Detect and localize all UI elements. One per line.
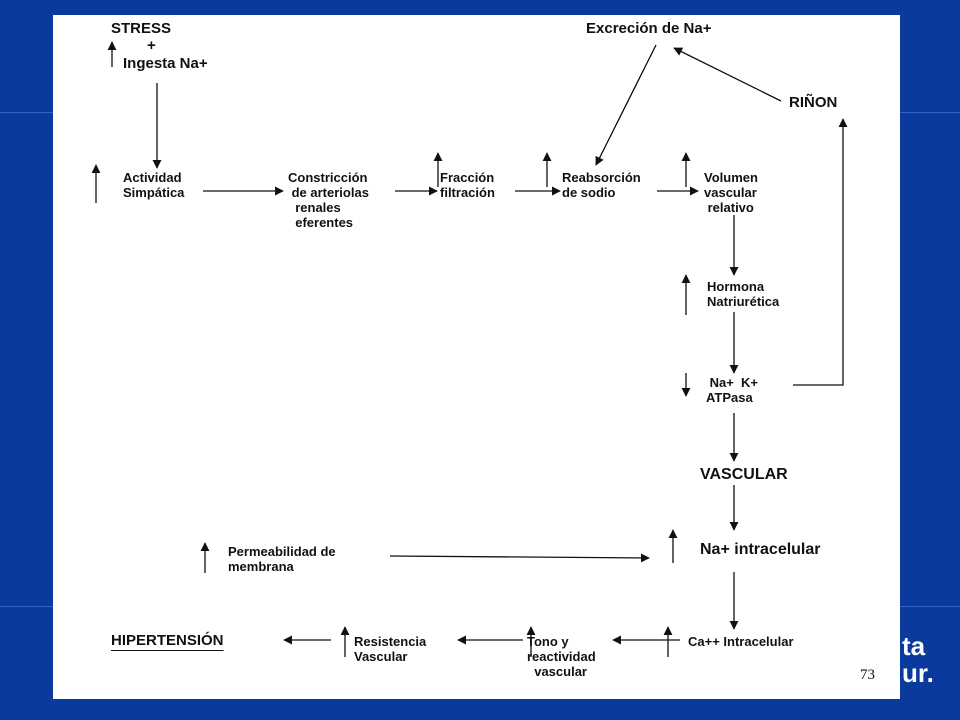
node-hipertension: HIPERTENSIÓN <box>111 632 224 649</box>
node-tono: Tono y reactividad vascular <box>527 634 596 679</box>
arrow-permeabilidad-nai <box>389 553 650 563</box>
slide-panel <box>53 15 900 699</box>
up-indicator-arrows <box>91 41 691 657</box>
node-plus: + <box>147 37 156 54</box>
node-na-intracelular: Na+ intracelular <box>700 541 821 558</box>
node-ca-intracelular: Ca++ Intracelular <box>688 634 794 649</box>
node-ingesta: Ingesta Na+ <box>123 55 208 72</box>
node-resistencia: Resistencia Vascular <box>354 634 427 664</box>
node-volumen: Volumen vascular relativo <box>704 170 758 215</box>
node-reabsorcion: Reabsorción de sodio <box>562 170 641 200</box>
node-constriccion: Constricción de arteriolas renales efere… <box>288 170 369 230</box>
arrow-rinon-excrecion <box>673 47 782 102</box>
logo-text-line-2: ur. <box>902 658 934 688</box>
arrow-atpasa-rinon <box>793 118 848 386</box>
node-stress: STRESS <box>111 20 172 37</box>
flow-arrows <box>152 44 848 645</box>
arrow-excrecion-reabsorcion <box>595 44 657 166</box>
brand-logo: ta ur. <box>900 628 960 688</box>
node-permeabilidad: Permeabilidad de membrana <box>228 544 336 574</box>
logo-text-line-1: ta <box>902 631 926 661</box>
node-actividad: Actividad Simpática <box>123 170 185 200</box>
flow-diagram <box>91 41 848 657</box>
node-atpasa: Na+ K+ ATPasa <box>706 375 759 405</box>
node-vascular: VASCULAR <box>700 466 788 483</box>
node-fraccion: Fracción filtración <box>440 170 495 200</box>
node-hormona: Hormona Natriurética <box>707 279 780 309</box>
page-number: 73 <box>860 667 875 683</box>
node-excrecion: Excreción de Na+ <box>586 20 712 37</box>
node-rinon: RIÑON <box>789 94 838 111</box>
